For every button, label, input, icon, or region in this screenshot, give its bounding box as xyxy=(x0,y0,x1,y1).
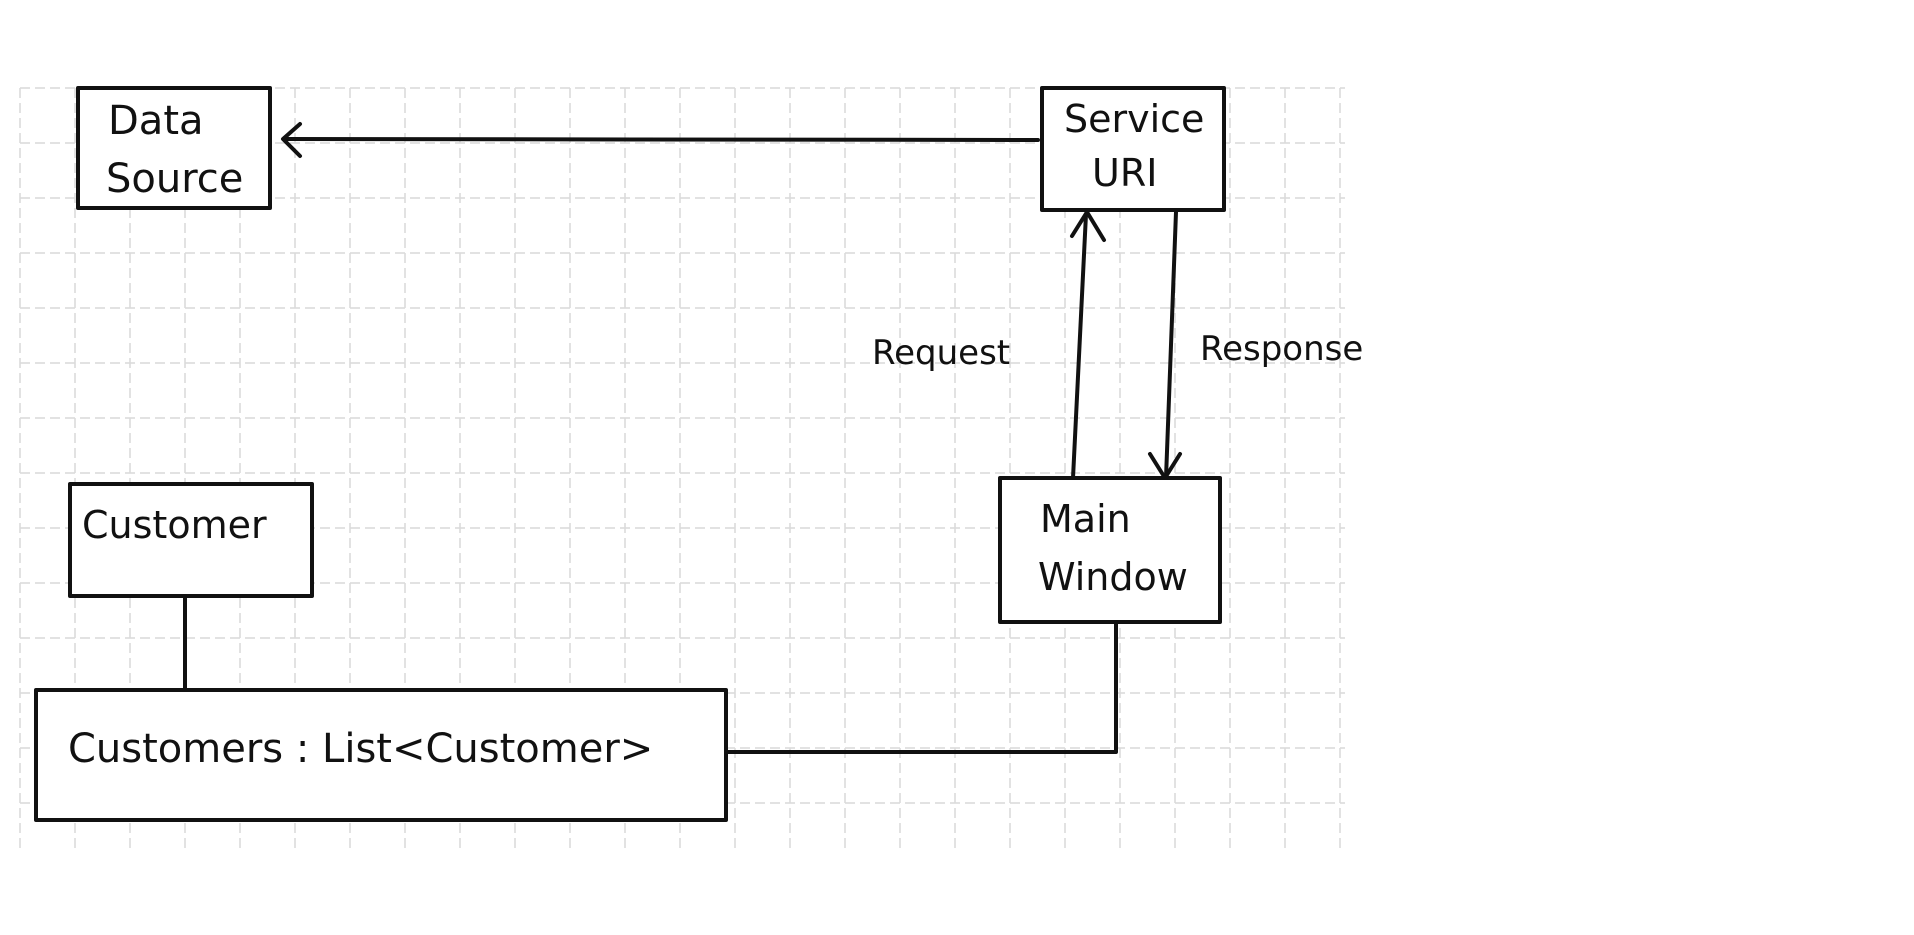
node-customer: Customer xyxy=(68,482,314,598)
node-service-uri: Service URI xyxy=(1040,86,1226,212)
edge-response xyxy=(1164,210,1178,480)
node-main-window: Main Window xyxy=(998,476,1222,624)
main-window-label-line2: Window xyxy=(1038,555,1188,599)
edge-request xyxy=(1071,212,1088,480)
arrowhead-request-icon xyxy=(1070,210,1106,242)
node-customers-list: Customers : List<Customer> xyxy=(34,688,728,822)
customers-list-label: Customers : List<Customer> xyxy=(68,726,653,772)
main-window-label-line1: Main xyxy=(1040,497,1131,541)
data-source-label-line1: Data xyxy=(108,98,204,144)
edge-list-to-mainwindow xyxy=(726,622,1118,754)
data-source-label-line2: Source xyxy=(106,156,243,202)
service-uri-label-line2: URI xyxy=(1092,151,1157,195)
graph-paper-grid xyxy=(19,87,1345,850)
edges xyxy=(183,122,1182,754)
arrowhead-datasource-icon xyxy=(281,122,302,158)
service-uri-label-line1: Service xyxy=(1064,97,1204,141)
request-label: Request xyxy=(872,333,1010,373)
response-label: Response xyxy=(1200,329,1363,369)
node-data-source: Data Source xyxy=(76,86,272,210)
edge-service-to-datasource xyxy=(283,137,1040,142)
customer-label: Customer xyxy=(82,503,267,547)
